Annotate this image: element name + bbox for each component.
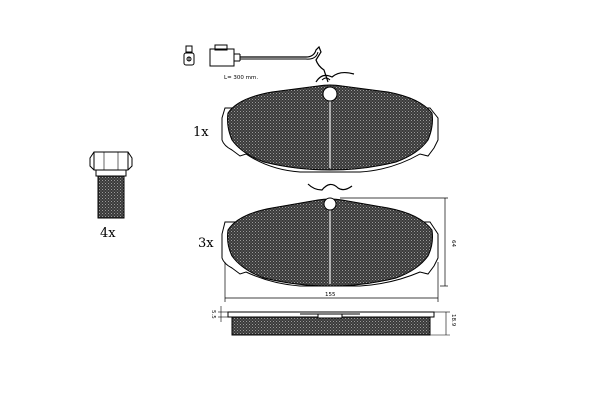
side-dimension-lines [218,306,450,336]
sensor-length-label: L= 300 mm. [224,75,258,81]
backplate-dimension: 5.5 [210,310,216,319]
connector-side-icon [209,44,241,67]
thickness-dimension: 18.9 [450,314,456,327]
dimension-lines [224,197,448,302]
connector-end-icon [183,45,195,66]
wear-sensor [183,44,355,83]
sensor-socket [322,86,338,102]
pad-side-view [227,311,435,336]
bolt-quantity: 4x [100,226,116,241]
pad-middle-quantity: 3x [198,236,214,251]
brake-pad-middle [221,183,439,287]
width-dimension: 155 [325,292,336,298]
pad-top-quantity: 1x [193,125,209,140]
brake-pad-top [221,84,439,173]
height-dimension: 64 [450,240,456,247]
clip-socket [323,197,337,211]
bolt-icon [89,151,133,219]
